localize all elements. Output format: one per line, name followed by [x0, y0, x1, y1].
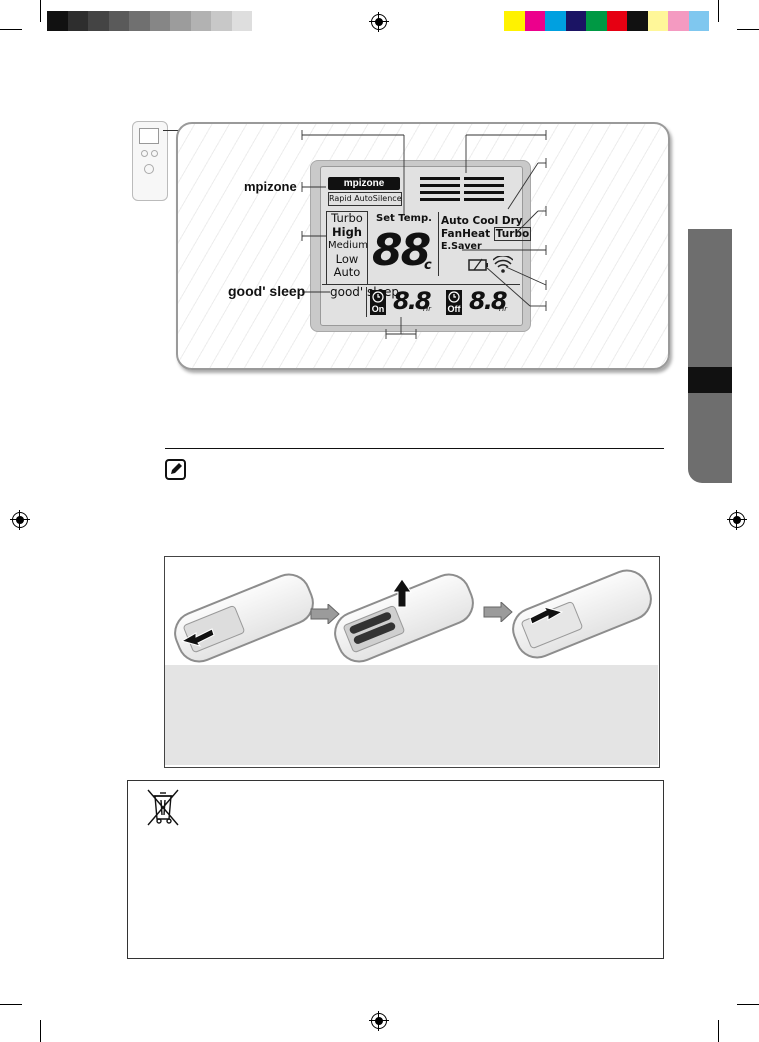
- clock-icon: [446, 290, 462, 304]
- good-sleep-callout-label: good' sleep: [228, 283, 306, 299]
- crop-mark: [718, 1020, 719, 1042]
- signal-transmit-icon: [493, 256, 513, 273]
- lcd-divider: [438, 212, 439, 276]
- lcd-divider: [322, 284, 520, 285]
- crop-mark: [737, 1004, 759, 1005]
- battery-install-text-area: [165, 665, 658, 765]
- fan-speed-turbo: Turbo: [331, 211, 363, 225]
- timer-off-badge: Off: [446, 304, 462, 315]
- temperature-digits: 88: [372, 225, 431, 276]
- arrow-slide-out-icon: [180, 628, 215, 647]
- arrow-insert-icon: [392, 578, 412, 608]
- registration-mark-icon: [727, 510, 747, 530]
- mode-heat: Heat: [462, 228, 491, 240]
- mode-turbo: Turbo: [493, 227, 532, 241]
- crossed-bin-icon: [147, 789, 179, 826]
- timer-on-unit: Hr: [423, 305, 432, 313]
- remote-thumbnail: [132, 121, 168, 201]
- fan-speed-low: Low: [335, 251, 359, 266]
- side-tab-active: [688, 367, 732, 393]
- mode-row-2: FanHeat Turbo: [441, 227, 532, 241]
- mode-auto: Auto: [441, 215, 469, 227]
- esaver-label: E.Saver: [441, 241, 482, 252]
- grey-scale-bar: [47, 11, 252, 31]
- timer-on-digits: 8.8: [393, 287, 431, 315]
- battery-low-icon: [468, 258, 488, 271]
- timer-off-unit: Hr: [499, 305, 508, 313]
- side-tab-grey: [688, 393, 732, 483]
- disposal-notice-box: [127, 780, 664, 959]
- mpizone-callout-label: mpizone: [244, 179, 297, 194]
- temperature-unit: c: [424, 258, 432, 273]
- arrow-right-icon: [310, 604, 340, 624]
- note-rule: [165, 448, 664, 449]
- fan-speed-list: Turbo High Medium Low Auto: [328, 211, 368, 280]
- registration-mark-icon: [369, 12, 389, 32]
- rapid-autosilence-label: Rapid AutoSilence: [328, 192, 402, 206]
- callout-lines: [301, 130, 547, 339]
- arrow-slide-in-icon: [529, 606, 564, 625]
- registration-mark-icon: [369, 1011, 389, 1031]
- note-pencil-icon: [165, 459, 186, 480]
- fan-speed-medium: Medium: [328, 240, 368, 251]
- crop-mark: [0, 29, 22, 30]
- fan-speed-high: High: [332, 224, 362, 239]
- clock-icon: [370, 290, 386, 304]
- registration-mark-icon: [10, 510, 30, 530]
- crop-mark: [40, 0, 41, 22]
- mpizone-badge: mpizone: [328, 177, 400, 190]
- mode-row-1: Auto Cool Dry: [441, 215, 523, 227]
- side-tab-grey: [688, 229, 732, 367]
- arrow-right-icon: [483, 602, 513, 622]
- crop-mark: [737, 29, 759, 30]
- mode-fan: Fan: [441, 228, 463, 240]
- crop-mark: [718, 0, 719, 22]
- fan-speed-auto: Auto: [333, 265, 361, 279]
- timer-off-digits: 8.8: [469, 287, 507, 315]
- zoom-line: [163, 130, 179, 131]
- mode-dry: Dry: [501, 215, 523, 227]
- crop-mark: [40, 1020, 41, 1042]
- timer-on-badge: On: [370, 304, 386, 315]
- lcd-divider: [366, 287, 367, 317]
- set-temp-label: Set Temp.: [376, 213, 432, 224]
- process-color-bar: [504, 11, 709, 31]
- mode-cool: Cool: [472, 215, 499, 227]
- crop-mark: [0, 1004, 22, 1005]
